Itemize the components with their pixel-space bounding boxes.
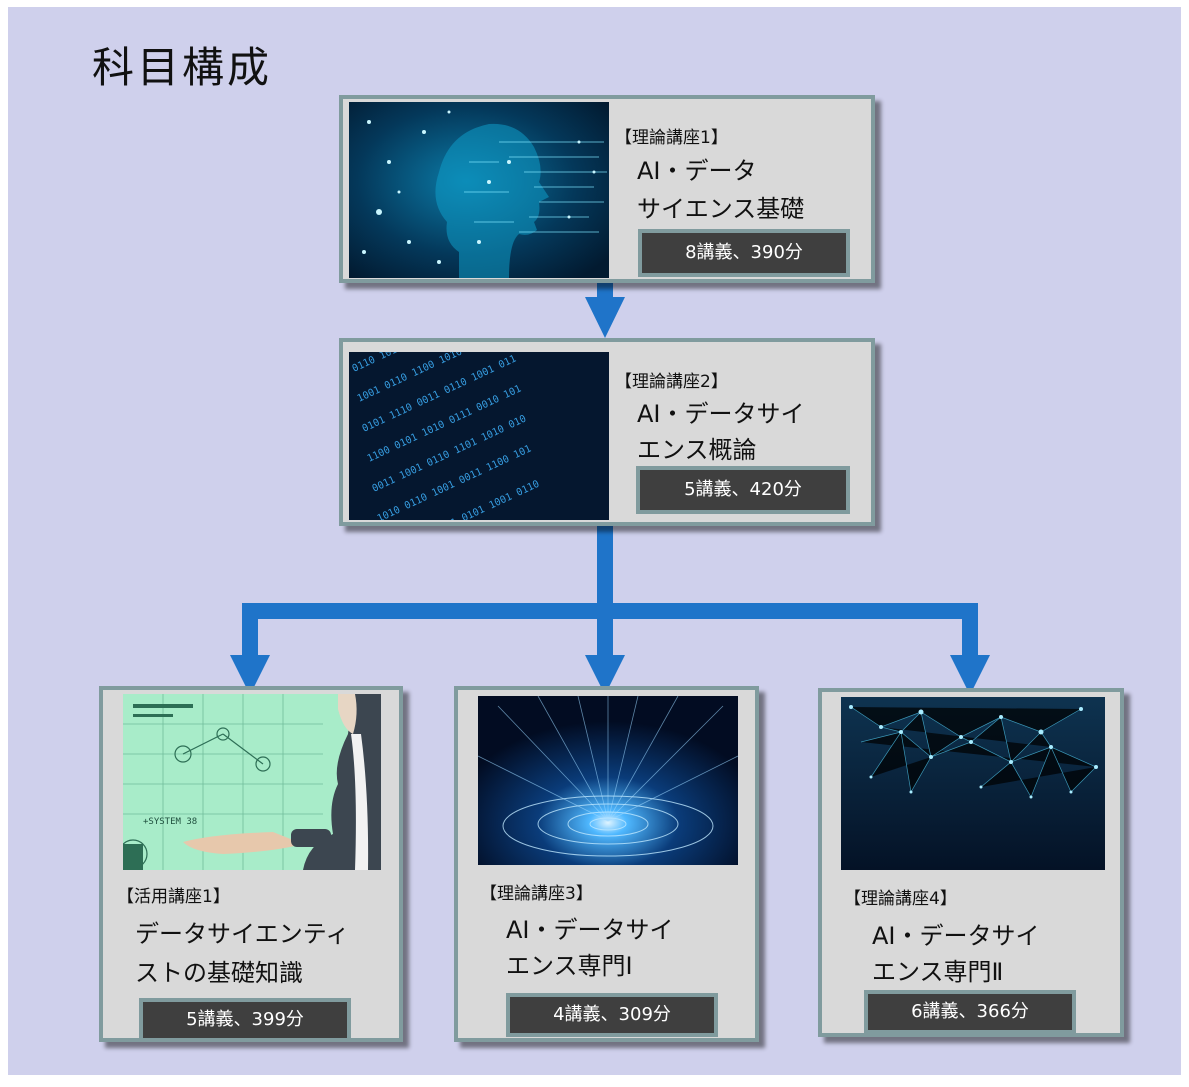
- course-tag: 【理論講座4】: [844, 889, 957, 909]
- course-stats-badge: 4講義、309分: [506, 993, 718, 1037]
- course-tag: 【理論講座3】: [480, 884, 593, 904]
- arrow-head-center: [585, 655, 625, 695]
- course-card-theory-3[interactable]: 【理論講座3】 AI・データサイ エンス専門Ⅰ 4講義、309分: [454, 686, 759, 1042]
- page-title: 科目構成: [92, 43, 273, 92]
- course-card-application-1[interactable]: +SYSTEM 38 【活用講座1】 データサイエンティ ストの基礎知識 5講義…: [99, 686, 403, 1042]
- arrow-shaft-right: [962, 603, 978, 655]
- arrow-head-1: [585, 297, 625, 338]
- course-name-line-1: AI・データ: [637, 157, 757, 185]
- network-particles-image: [841, 697, 1105, 870]
- course-name-line-2: ストの基礎知識: [135, 959, 303, 987]
- course-tag: 【理論講座2】: [615, 372, 728, 392]
- course-tag: 【理論講座1】: [615, 128, 728, 148]
- arrow-shaft-1: [597, 283, 613, 297]
- arrow-head-right: [950, 655, 990, 695]
- course-name-line-2: エンス専門Ⅰ: [506, 952, 633, 980]
- course-card-theory-4[interactable]: 【理論講座4】 AI・データサイ エンス専門Ⅱ 6講義、366分: [818, 688, 1124, 1037]
- course-stats-badge: 5講義、420分: [636, 466, 850, 514]
- ai-head-circuit-image: [349, 102, 609, 278]
- data-scientist-image: +SYSTEM 38: [123, 694, 381, 870]
- arrow-shaft-trunk: [597, 526, 613, 614]
- course-stats-badge: 5講義、399分: [139, 998, 351, 1042]
- course-tag: 【活用講座1】: [117, 887, 230, 907]
- course-name-line-1: AI・データサイ: [872, 922, 1040, 950]
- arrow-head-left: [230, 655, 270, 695]
- course-name-line-1: AI・データサイ: [637, 400, 805, 428]
- course-stats-badge: 6講義、366分: [864, 990, 1076, 1034]
- course-name-line-2: サイエンス基礎: [637, 195, 805, 223]
- course-stats-badge: 8講義、390分: [638, 229, 850, 277]
- course-name-line-1: データサイエンティ: [135, 920, 350, 948]
- svg-text:+SYSTEM 38: +SYSTEM 38: [143, 817, 197, 827]
- course-name-line-2: エンス専門Ⅱ: [872, 958, 1004, 986]
- course-name-line-1: AI・データサイ: [506, 916, 674, 944]
- arrow-shaft-center: [597, 603, 613, 655]
- arrow-shaft-left: [242, 603, 258, 655]
- digital-vortex-image: [478, 696, 738, 865]
- course-name-line-2: エンス概論: [637, 436, 757, 464]
- course-card-theory-1[interactable]: 【理論講座1】 AI・データ サイエンス基礎 8講義、390分: [339, 95, 875, 283]
